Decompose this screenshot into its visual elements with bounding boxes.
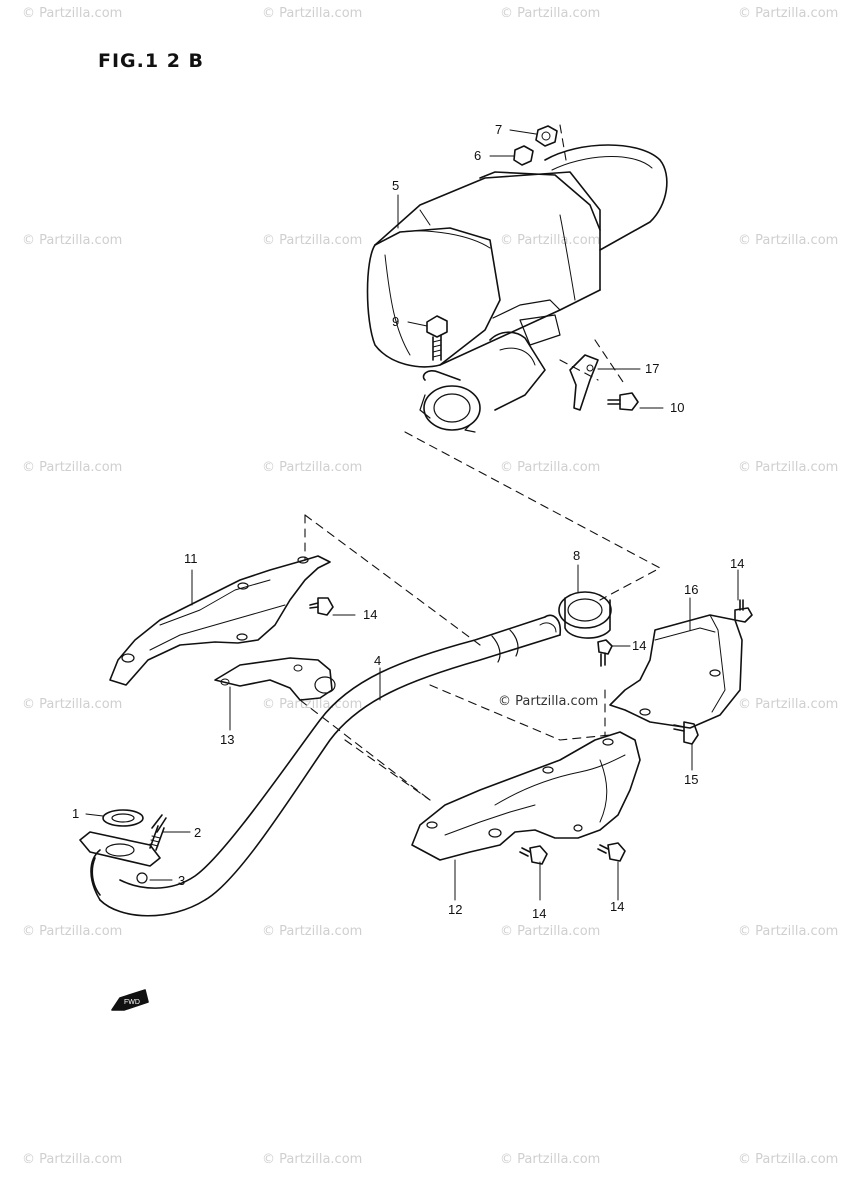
callout-10: 10 [670,400,685,415]
watermark: © Partzilla.com [22,233,123,248]
watermark: © Partzilla.com [22,924,123,939]
protector-part-12 [411,731,641,861]
gasket-part-1 [102,809,144,827]
watermark: © Partzilla.com [738,6,839,21]
fwd-label: FWD [124,999,140,1006]
protector-part-16 [609,614,743,729]
callout-15: 15 [684,772,699,787]
callout-2: 2 [194,825,202,840]
washer-part-6 [513,145,534,166]
watermark: © Partzilla.com [262,233,363,248]
watermark: © Partzilla.com [262,460,363,475]
watermark-center: © Partzilla.com [498,694,599,709]
watermark: © Partzilla.com [262,1152,363,1167]
callout-13: 13 [220,732,235,747]
callout-3: 3 [178,873,186,888]
callout-8: 8 [573,548,581,563]
exhaust-pipe-part-4 [79,614,562,917]
watermark: © Partzilla.com [738,233,839,248]
assembly-guide-lines [299,124,661,801]
callout-14: 14 [532,906,547,921]
watermark: © Partzilla.com [500,924,601,939]
watermark: © Partzilla.com [22,1152,123,1167]
callout-leaders [85,129,739,901]
callout-1: 1 [72,806,80,821]
callout-6: 6 [474,148,482,163]
callout-16: 16 [684,582,699,597]
muffler-part-5 [366,144,668,433]
watermark: © Partzilla.com [22,6,123,21]
callout-12: 12 [448,902,463,917]
watermark: © Partzilla.com [500,460,601,475]
bolt-part-14 [309,597,334,616]
callout-4: 4 [374,653,382,668]
watermark: © Partzilla.com [22,460,123,475]
bracket-part-17 [569,354,599,411]
callout-14: 14 [610,899,625,914]
callout-7: 7 [495,122,503,137]
bolt-part-9 [426,315,448,361]
nut-part-7 [535,125,558,147]
watermark: © Partzilla.com [262,924,363,939]
watermark: © Partzilla.com [738,1152,839,1167]
callout-17: 17 [645,361,660,376]
callout-9: 9 [392,314,400,329]
watermark: © Partzilla.com [500,6,601,21]
watermark: © Partzilla.com [262,6,363,21]
callout-14: 14 [730,556,745,571]
joint-part-8 [558,591,612,639]
bolt-part-14 [734,599,753,623]
callout-14: 14 [363,607,378,622]
watermark: © Partzilla.com [738,697,839,712]
callout-5: 5 [392,178,400,193]
clamp-part-13 [214,657,336,701]
fwd-arrow-icon: FWD [111,989,149,1011]
watermark: © Partzilla.com [500,233,601,248]
watermark: © Partzilla.com [500,1152,601,1167]
bolt-part-14 [519,845,548,865]
callout-11: 11 [184,551,198,566]
bolt-part-10 [607,392,639,411]
bolt-part-14 [597,639,613,667]
bolt-part-14 [597,842,626,862]
protector-part-11 [109,555,331,686]
figure-title: FIG.1 2 B [98,50,205,72]
bolt-part-15 [673,721,699,745]
watermark: © Partzilla.com [738,924,839,939]
stud-part-2 [149,814,167,851]
watermark: © Partzilla.com [738,460,839,475]
watermark: © Partzilla.com [22,697,123,712]
callout-14: 14 [632,638,647,653]
